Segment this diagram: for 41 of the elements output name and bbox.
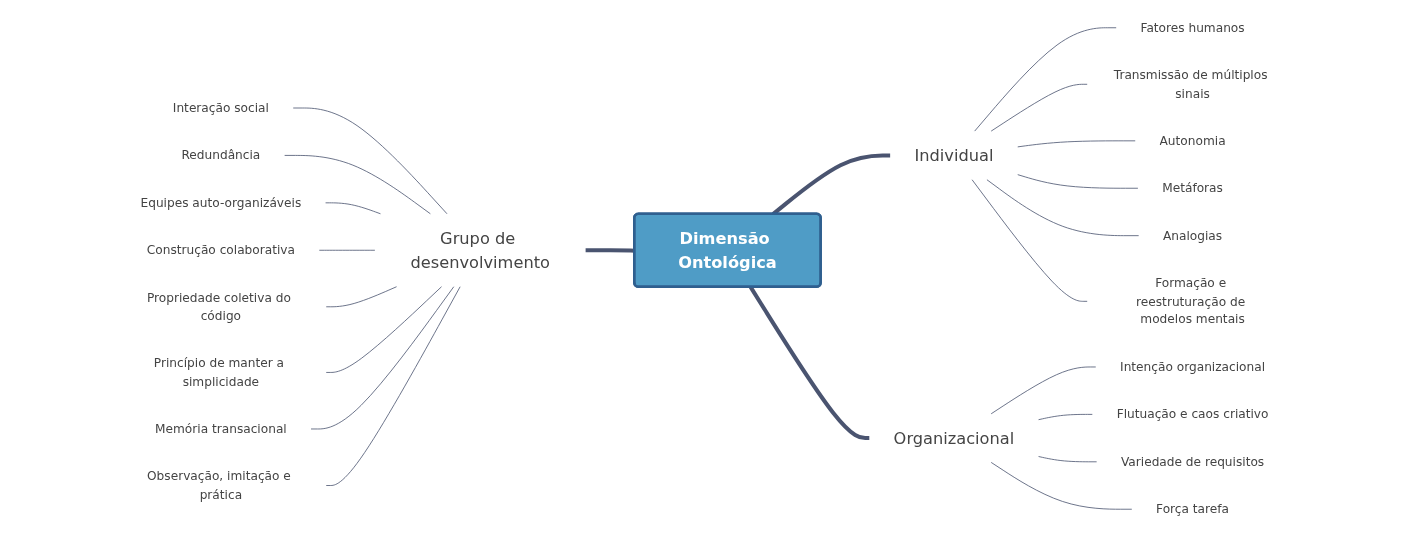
node-text: Grupo de desenvolvimento xyxy=(410,228,551,273)
node-text: Observação, imitação e prática xyxy=(147,468,292,502)
connector xyxy=(310,286,455,430)
node-text: Princípio de manter a simplicidade xyxy=(154,355,285,389)
node-text: Redundância xyxy=(181,147,261,163)
connector xyxy=(991,83,1088,132)
connector xyxy=(585,248,635,253)
node-text: Força tarefa xyxy=(1156,501,1230,517)
connector xyxy=(1017,174,1139,189)
node-text: Intenção organizacional xyxy=(1120,359,1266,375)
connector xyxy=(1017,140,1136,148)
connector xyxy=(319,249,376,251)
node-text: Organizacional xyxy=(893,428,1015,448)
node-text: Equipes auto-organizáveis xyxy=(140,195,302,210)
node-text: Individual xyxy=(914,145,994,166)
connector xyxy=(326,286,398,308)
connector xyxy=(325,202,382,215)
node-text: Construção colaborativa xyxy=(147,242,296,258)
connector xyxy=(971,179,1088,302)
node-text: Memória transacional xyxy=(155,421,287,437)
connector xyxy=(749,286,870,441)
connector xyxy=(991,366,1097,415)
node-text: Metáforas xyxy=(1162,180,1224,196)
connector xyxy=(991,462,1133,510)
node-text: Analogias xyxy=(1163,228,1223,243)
connector xyxy=(326,286,443,373)
connector xyxy=(974,27,1117,132)
connector xyxy=(1038,414,1093,421)
node-text: Variedade de requisitos xyxy=(1121,454,1265,469)
node-text: Transmissão de múltiplos sinais xyxy=(1114,67,1268,101)
node-text: Propriedade coletiva do código xyxy=(147,290,292,323)
node-text: Interação social xyxy=(173,100,270,116)
connector xyxy=(986,179,1140,237)
node-text: Autonomia xyxy=(1159,133,1226,148)
connector xyxy=(1038,456,1098,463)
connector xyxy=(284,155,432,215)
connector xyxy=(326,286,461,486)
node-text: Formação e reestruturação de modelos mentais xyxy=(1136,275,1246,327)
node-text: Fatores humanos xyxy=(1140,20,1245,35)
connector xyxy=(293,107,448,215)
node-text: Flutuação e caos criativo xyxy=(1116,406,1269,422)
